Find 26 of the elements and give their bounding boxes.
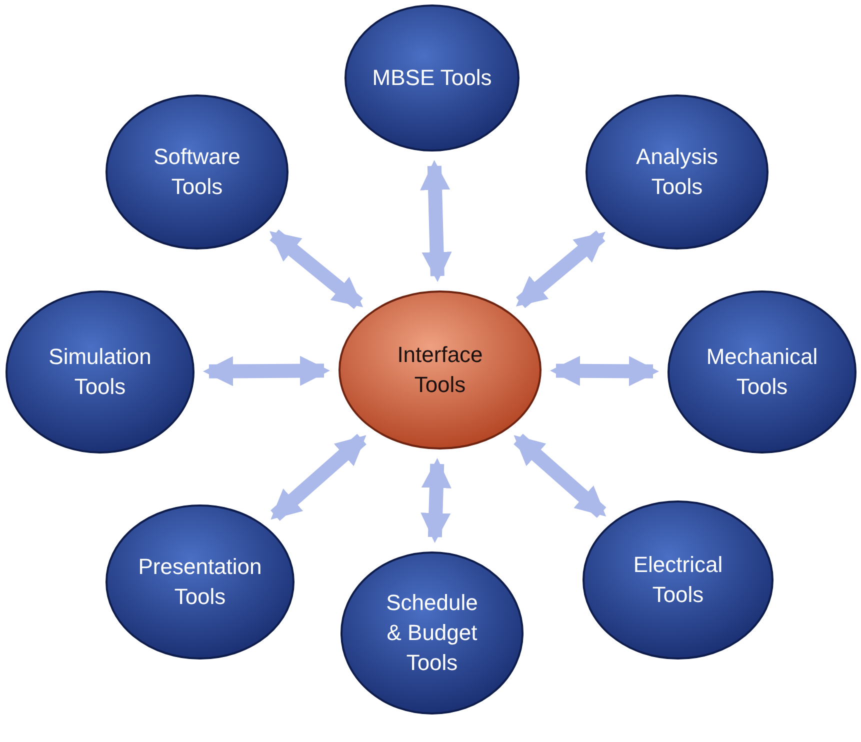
node-label: Mechanical Tools <box>705 343 819 401</box>
double-arrow <box>270 434 366 521</box>
node-label: Simulation Tools <box>48 343 152 401</box>
double-arrow <box>270 229 364 309</box>
tool-ellipse <box>667 290 857 454</box>
node-label: Presentation Tools <box>137 553 263 611</box>
double-arrow <box>420 160 452 282</box>
node-label: Electrical Tools <box>632 551 724 609</box>
tool-ellipse <box>105 504 295 660</box>
tool-ellipse <box>582 500 774 660</box>
node-label: Schedule & Budget Tools <box>385 589 479 677</box>
node-label: MBSE Tools <box>372 64 492 92</box>
node-label: Analysis Tools <box>635 143 719 201</box>
double-arrow <box>203 356 330 386</box>
double-arrow <box>516 230 606 308</box>
double-arrow <box>550 356 659 386</box>
hub-ellipse <box>338 290 542 450</box>
node-label: Software Tools <box>152 143 242 201</box>
tool-ellipse <box>344 4 520 152</box>
double-arrow <box>420 458 452 544</box>
tool-ellipse <box>585 94 769 250</box>
tool-ellipse <box>5 290 195 454</box>
double-arrow <box>514 434 606 518</box>
tool-ellipse <box>340 551 524 715</box>
node-label: Interface Tools <box>396 341 484 399</box>
tool-ellipse <box>105 94 289 250</box>
